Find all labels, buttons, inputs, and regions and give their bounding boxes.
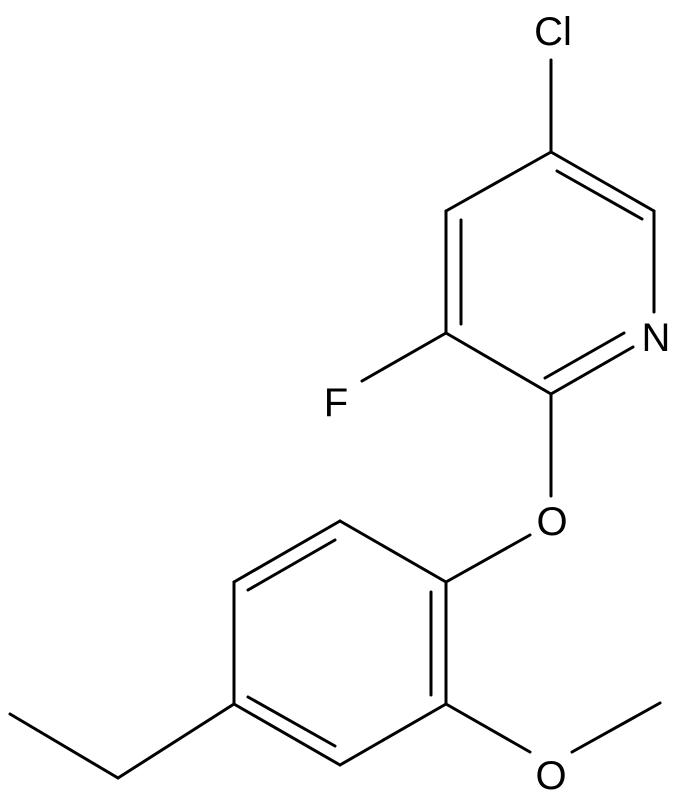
atom-label-f: F xyxy=(324,381,348,425)
bond-c3p-c4p-double xyxy=(246,695,337,748)
bond-c5p-c6p xyxy=(232,519,342,584)
bond-c5p-c6p-double xyxy=(246,538,337,592)
bond-o-methyl xyxy=(570,701,662,754)
bond-c3-f xyxy=(360,331,448,383)
bond-n-c2 xyxy=(549,345,635,396)
bond-c2-c3 xyxy=(444,331,553,396)
atom-labels: Cl N F O O xyxy=(324,10,671,798)
bond-c2p-c3p xyxy=(338,702,448,767)
atom-label-o-methoxy: O xyxy=(535,754,566,798)
bond-n-c2-double xyxy=(543,331,626,380)
bond-c4-c5 xyxy=(444,150,553,213)
bond-c5-c6 xyxy=(549,150,656,213)
bond-c2p-o-methoxy xyxy=(444,702,532,754)
bond-ethyl-ch2-ch3 xyxy=(8,712,120,780)
bond-c4p-ethyl-ch2 xyxy=(116,702,236,780)
atom-label-cl: Cl xyxy=(534,10,572,54)
bonds xyxy=(8,58,662,780)
bond-c3p-c4p xyxy=(232,702,342,767)
bond-o-c1p xyxy=(444,533,532,584)
atom-label-n: N xyxy=(642,316,671,360)
bond-c5-c6-double xyxy=(555,169,644,221)
bond-c6p-c1p xyxy=(338,519,448,584)
atom-label-o-ether: O xyxy=(536,500,567,544)
